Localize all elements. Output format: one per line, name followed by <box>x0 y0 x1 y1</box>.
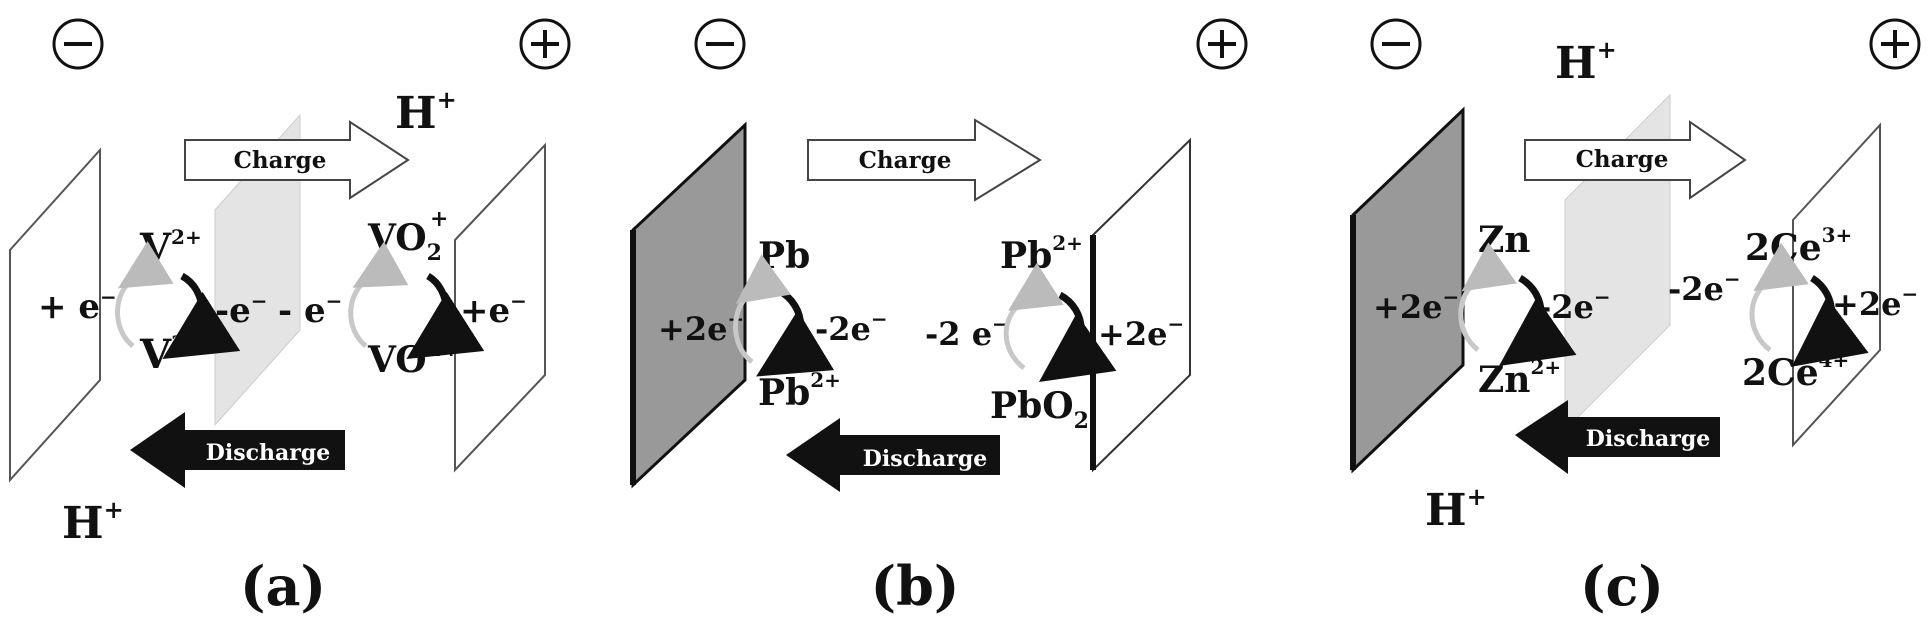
discharge-label: Discharge <box>863 446 987 472</box>
species-v2: V2+ <box>139 225 202 272</box>
discharge-arrow: Discharge <box>786 418 1000 492</box>
proton-label: H+ <box>1555 35 1617 89</box>
positive-terminal-icon <box>519 18 571 70</box>
negative-terminal-icon <box>52 18 104 70</box>
proton-label: H+ <box>395 85 457 139</box>
negative-terminal-icon <box>694 18 746 70</box>
species-pb2: Pb2+ <box>1000 231 1083 277</box>
reaction-arrow-icon <box>1038 291 1117 382</box>
positive-electrode <box>454 142 546 473</box>
species-pb: Pb <box>758 235 810 277</box>
panel-c: Charge Discharge H+ H+ +2e− Zn Zn2+ -2e−… <box>1350 18 1921 618</box>
positive-terminal-icon <box>1196 18 1248 70</box>
species-pb2: Pb2+ <box>758 368 841 414</box>
charge-label: Charge <box>1576 146 1669 173</box>
panel-a: Charge Discharge H+ H+ + e− V2+ V3+ -e− … <box>9 18 571 618</box>
discharge-arrow: Discharge <box>1515 400 1720 474</box>
reaction-arrow-icon <box>1498 274 1577 366</box>
reaction-arrow-icon <box>1791 275 1869 367</box>
charge-label: Charge <box>234 147 327 174</box>
reaction-arrow-icon <box>756 286 835 377</box>
electron-loss-label: - e− <box>278 289 342 331</box>
electron-gain-label: +2e− <box>658 307 744 348</box>
reaction-arrow-icon <box>162 272 241 360</box>
charge-label: Charge <box>859 147 952 174</box>
reaction-arrow-icon <box>1003 262 1064 370</box>
electron-gain-label: +2e− <box>1832 282 1918 323</box>
reaction-arrow-icon <box>115 241 174 348</box>
proton-label: H+ <box>1425 482 1487 536</box>
panel-caption: (a) <box>240 554 326 618</box>
electron-gain-label: +2e− <box>1373 285 1459 326</box>
negative-terminal-icon <box>1370 18 1422 70</box>
reaction-arrow-icon <box>406 272 485 360</box>
species-pbo2: PbO2 <box>990 385 1089 434</box>
charge-arrow: Charge <box>1524 120 1747 200</box>
charge-arrow: Charge <box>807 118 1042 202</box>
discharge-label: Discharge <box>206 440 330 466</box>
negative-electrode <box>9 147 101 483</box>
panel-caption: (b) <box>871 554 960 618</box>
reaction-arrow-icon <box>1749 242 1809 352</box>
species-zn2: Zn2+ <box>1478 355 1561 401</box>
lead-electrode <box>631 121 747 489</box>
charge-arrow: Charge <box>184 120 410 200</box>
species-vo-2plus: VO2+ <box>367 336 460 381</box>
electron-gain-label: + e− <box>38 285 117 327</box>
panel-caption: (c) <box>1580 554 1664 618</box>
positive-terminal-icon <box>1869 18 1921 70</box>
reaction-arrow-icon <box>348 241 409 348</box>
species-vo2-plus: VO2+ <box>367 206 448 266</box>
lead-dioxide-electrode <box>1092 137 1191 473</box>
proton-label: H+ <box>62 495 124 549</box>
electron-loss-label: -2 e− <box>925 312 1009 353</box>
discharge-label: Discharge <box>1586 426 1710 452</box>
reaction-arrow-icon <box>1458 242 1517 352</box>
species-zn: Zn <box>1478 219 1530 261</box>
discharge-arrow: Discharge <box>130 412 345 488</box>
panel-b: Charge Discharge +2e− Pb Pb2+ -2e− -2 e−… <box>630 18 1248 618</box>
electron-loss-label: -2e− <box>815 307 888 348</box>
electron-loss-label: -2e− <box>1668 267 1741 308</box>
reaction-arrow-icon <box>733 254 791 364</box>
